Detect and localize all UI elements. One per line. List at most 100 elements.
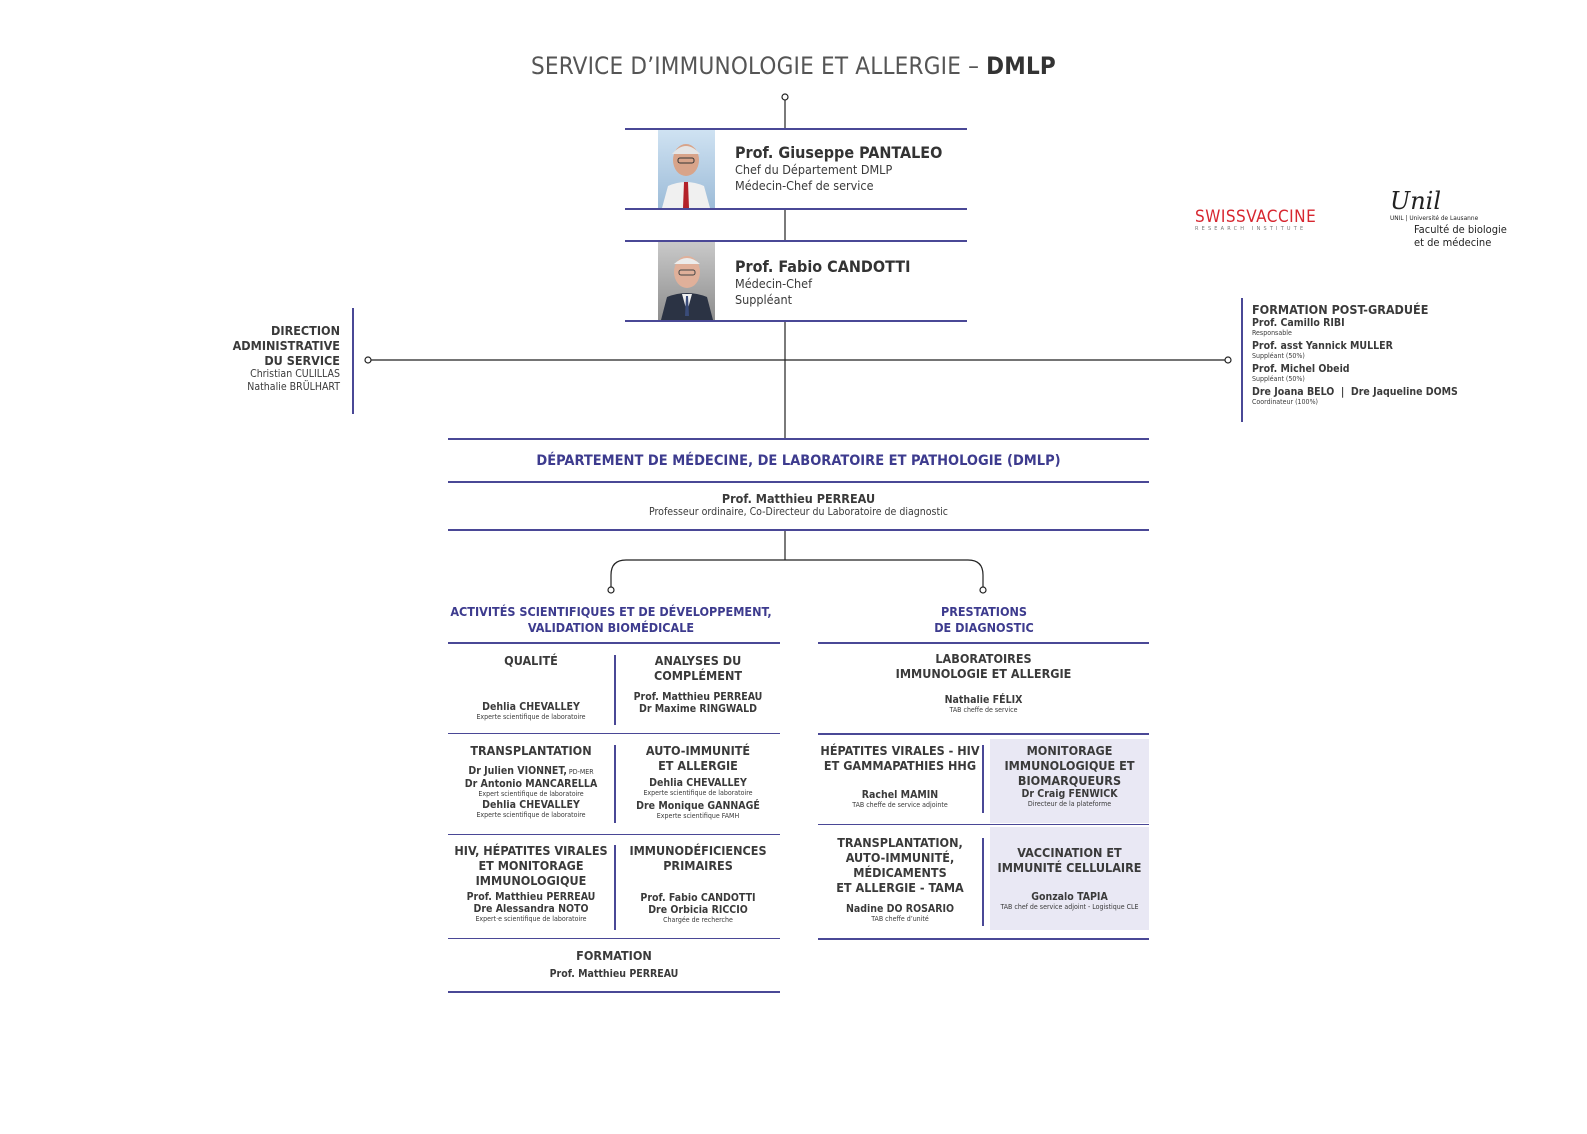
box-title: IMMUNOLOGIQUE ET (1004, 758, 1135, 773)
rule (625, 240, 967, 242)
left-title-line: VALIDATION BIOMÉDICALE (527, 620, 695, 635)
box-immunodeficiences: IMMUNODÉFICIENCES PRIMAIRES Prof. Fabio … (616, 843, 780, 925)
person-name: Prof. Fabio CANDOTTI (735, 257, 911, 276)
rule (448, 733, 780, 734)
logo-faculty: et de médecine (1414, 236, 1492, 249)
box-title: ET ALLERGIE - TAMA (836, 880, 964, 895)
head1-card: Prof. Giuseppe PANTALEO Chef du Départem… (735, 143, 942, 194)
left-title: ACTIVITÉS SCIENTIFIQUES ET DE DÉVELOPPEM… (440, 604, 782, 636)
box-role: TAB cheffe d’unité (871, 915, 929, 923)
box-title: PRIMAIRES (663, 858, 733, 873)
rule (448, 481, 1149, 483)
box-qualite: QUALITÉ Dehlia CHEVALLEY Experte scienti… (448, 653, 614, 722)
box-title: HIV, HÉPATITES VIRALES (454, 843, 608, 858)
box-formation: FORMATION Prof. Matthieu PERREAU (448, 948, 780, 980)
rule (448, 529, 1149, 531)
divider (352, 308, 354, 414)
direction-title: DU SERVICE (264, 353, 340, 368)
dept-person: Prof. Matthieu PERREAU (721, 491, 876, 506)
box-person: Dre Alessandra NOTO (473, 903, 589, 915)
divider (982, 745, 984, 813)
box-vaccination: VACCINATION ET IMMUNITÉ CELLULAIRE Gonza… (990, 827, 1149, 930)
divider (1241, 298, 1243, 422)
fpg-person: Prof. Camillo RIBI (1252, 317, 1345, 329)
fpg-role: Suppléant (50%) (1252, 375, 1305, 383)
box-laboratoires: LABORATOIRES IMMUNOLOGIE ET ALLERGIE Nat… (818, 651, 1149, 715)
photo-pantaleo (658, 130, 715, 208)
right-title-line: DE DIAGNOSTIC (934, 620, 1034, 635)
divider (614, 745, 616, 823)
divider (982, 838, 984, 926)
fpg-person: Dre Joana BELO | Dre Jaqueline DOMS (1252, 386, 1458, 398)
box-title: ET MONITORAGE (478, 858, 584, 873)
fpg-role: Responsable (1252, 329, 1292, 337)
person-role: Médecin-Chef (735, 276, 813, 291)
box-person: Dre Monique GANNAGÉ (636, 800, 760, 812)
person-role: Chef du Département DMLP (735, 162, 893, 177)
box-title: ET ALLERGIE (658, 758, 738, 773)
title-bold: DMLP (986, 52, 1056, 80)
page-title: SERVICE D’IMMUNOLOGIE ET ALLERGIE – DMLP (400, 52, 1187, 80)
box-tama: TRANSPLANTATION, AUTO-IMMUNITÉ, MÉDICAME… (818, 835, 982, 924)
rule (818, 824, 1149, 825)
direction-person: Christian CULILLAS (250, 368, 340, 380)
box-person: Nathalie FÉLIX (944, 694, 1023, 706)
box-person: Prof. Matthieu PERREAU (466, 891, 596, 903)
box-person: Prof. Matthieu PERREAU (633, 691, 763, 703)
person-name: Prof. Giuseppe PANTALEO (735, 143, 943, 162)
right-title-line: PRESTATIONS (940, 604, 1028, 619)
direction-admin: DIRECTION ADMINISTRATIVE DU SERVICE Chri… (190, 323, 340, 394)
box-complement: ANALYSES DU COMPLÉMENT Prof. Matthieu PE… (616, 653, 780, 715)
unil-logo: Unil UNIL | Université de Lausanne Facul… (1390, 188, 1520, 249)
box-title: ANALYSES DU (654, 653, 742, 668)
direction-person: Nathalie BRÜLHART (247, 381, 340, 393)
person-role: Suppléant (735, 292, 793, 307)
box-title: BIOMARQUEURS (1017, 773, 1122, 788)
person-suffix: PD-MER (566, 768, 594, 776)
box-role: Expert·e scientifique de laboratoire (475, 915, 587, 923)
box-role: TAB chef de service adjoint - Logistique… (1000, 903, 1139, 911)
box-person: Dr Julien VIONNET, PD-MER (448, 765, 614, 778)
box-title: FORMATION (576, 948, 652, 963)
box-person: Gonzalo TAPIA (1031, 891, 1108, 903)
box-hiv: HIV, HÉPATITES VIRALES ET MONITORAGE IMM… (448, 843, 614, 924)
box-title: COMPLÉMENT (653, 668, 743, 683)
box-person: Dr Craig FENWICK (1021, 788, 1118, 800)
box-role: Expert scientifique de laboratoire (478, 790, 584, 798)
rule (448, 642, 780, 644)
box-title: LABORATOIRES (935, 651, 1032, 666)
rule (448, 834, 780, 835)
box-title: IMMUNITÉ CELLULAIRE (997, 860, 1142, 875)
person-name: Dr Julien VIONNET, (468, 765, 567, 777)
box-title: IMMUNOLOGIE ET ALLERGIE (895, 666, 1072, 681)
box-hepatites: HÉPATITES VIRALES - HIV ET GAMMAPATHIES … (818, 743, 982, 810)
photo-candotti (658, 242, 715, 320)
divider (614, 655, 616, 725)
rule (625, 320, 967, 322)
dept-title: DÉPARTEMENT DE MÉDECINE, DE LABORATOIRE … (536, 453, 1061, 469)
box-role: TAB cheffe de service (949, 706, 1018, 714)
left-title-line: ACTIVITÉS SCIENTIFIQUES ET DE DÉVELOPPEM… (450, 604, 772, 619)
logo-script: Unil (1390, 187, 1442, 215)
swissvaccine-logo: SWISSVACCINE RESEARCH INSTITUTE (1195, 208, 1345, 232)
person-role: Médecin-Chef de service (735, 178, 874, 193)
box-role: Experte scientifique de laboratoire (643, 789, 753, 797)
box-role: TAB cheffe de service adjointe (852, 801, 948, 809)
rule (818, 642, 1149, 644)
fpg-role: Suppléant (50%) (1252, 352, 1305, 360)
box-person: Dehlia CHEVALLEY (482, 799, 580, 811)
box-title: TRANSPLANTATION (470, 743, 592, 758)
box-person: Dre Orbicia RICCIO (648, 904, 748, 916)
box-title: TRANSPLANTATION, (837, 835, 963, 850)
box-title: MONITORAGE (1026, 743, 1113, 758)
box-title: AUTO-IMMUNITÉ (645, 743, 751, 758)
box-role: Chargée de recherche (663, 916, 733, 924)
box-role: Experte scientifique FAMH (656, 812, 740, 820)
logo-faculty: Faculté de biologie (1414, 223, 1507, 236)
box-role: Directeur de la plateforme (1027, 800, 1112, 808)
box-role: Experte scientifique de laboratoire (476, 811, 586, 819)
box-title: IMMUNOLOGIQUE (475, 873, 587, 888)
fpg-role: Coordinateur (100%) (1252, 398, 1319, 406)
logo-line: UNIL | Université de Lausanne (1390, 214, 1479, 222)
direction-title: ADMINISTRATIVE (232, 338, 340, 353)
